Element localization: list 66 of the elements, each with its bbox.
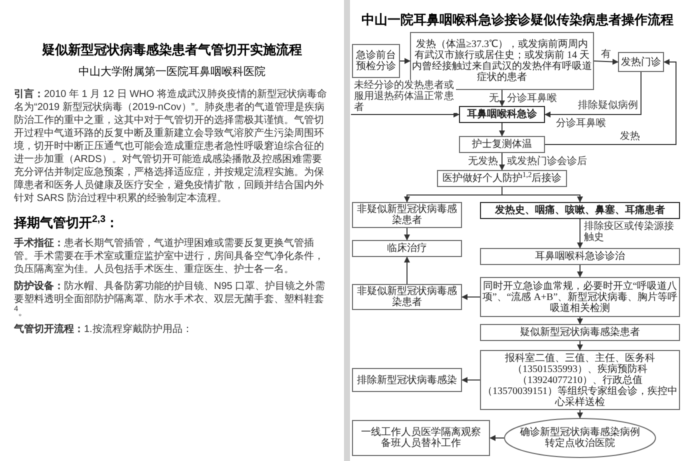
edge-note: 分诊耳鼻喉 bbox=[507, 93, 557, 104]
box-text: 备班人员替补工作 bbox=[381, 438, 461, 449]
arrow bbox=[400, 58, 410, 64]
box-text: 报科室二值、三值、主任、医务科（13501535993）、疾病预防科（13924077210）、行政总值（13570039151）等组织专家组会诊，疾控中心采样送检 bbox=[482, 352, 678, 408]
process-box bbox=[480, 202, 680, 219]
box-text: 临床治疗 bbox=[387, 243, 427, 254]
box-text: 护士复测体温 bbox=[472, 139, 532, 150]
process-box bbox=[437, 170, 567, 187]
process-box bbox=[352, 368, 462, 392]
process-box bbox=[618, 52, 664, 72]
arrow bbox=[490, 435, 504, 441]
arrow bbox=[577, 218, 583, 248]
arrow bbox=[594, 58, 618, 65]
box-text: 排除新型冠状病毒感染 bbox=[357, 374, 457, 386]
arrow bbox=[350, 112, 460, 118]
arrow bbox=[577, 316, 583, 324]
edge-label: 有 bbox=[601, 49, 611, 60]
arrow bbox=[499, 152, 505, 170]
process-box bbox=[480, 324, 680, 341]
arrow bbox=[577, 340, 583, 350]
arrow bbox=[544, 72, 642, 118]
edge-label: 无发热 bbox=[468, 156, 498, 167]
intro-paragraph: 引言：2010 年 1 月 12 日 WHO 将造成武汉肺炎疫情的新型冠状病毒命名为“2019 新型冠状病毒（2019-nCov）”。肺炎患者的气道管理是疾病防治工作的重中之重，这其中对于气管切开的选择需极其谨慎。气管切开过程中气道环路的反复中断及重新建立会导致气溶胶产生污染周围环境，切开时中断正压通气也可能会造成重症患者急性呼吸窘迫综合征的进一步加重（ARDS）。对气管切开可能造成感染播散及控感困难需要充分评估并制定应急预案，严格选择适应症，并按规定流程实施。为保障患者和医务人员健康及医疗安全，避免疫情扩散，回顾并结合国内外针对 SARS 防治过程中积累的经验制定本流程。 bbox=[14, 88, 328, 205]
box-text: 发热门诊 bbox=[621, 56, 661, 68]
process-box bbox=[352, 44, 400, 78]
section-heading: 择期气管切开$^{2,3}$： bbox=[14, 213, 120, 232]
arrow bbox=[577, 410, 583, 418]
arrow bbox=[499, 90, 505, 106]
process-box bbox=[352, 240, 462, 257]
box-text: 一线工作人员医学隔离观察 bbox=[361, 427, 481, 438]
edge-note: 分诊耳鼻喉 bbox=[556, 118, 606, 129]
arrow bbox=[462, 294, 480, 300]
procedure-line: 气管切开流程：1.按流程穿戴防护用品： bbox=[14, 322, 194, 336]
indication-paragraph: 手术指征：患者长期气管插管，气道护理困难或需要反复更换气管插管。手术需要在手术室或重症监护室中进行，房间具备空气净化条件，负压隔离室为佳。人员包括手术医生、重症医生、护士各一名。 bbox=[14, 236, 325, 276]
arrow bbox=[462, 377, 480, 383]
equipment-paragraph: 防护设备：防水帽、具备防雾功能的护目镜、N95 口罩、护目镜之外需要塑料透明全面部防护隔离罩、防水手术衣、双层无菌手套、塑料鞋套$^{4}$。 bbox=[14, 280, 326, 318]
arrow bbox=[577, 264, 583, 278]
author-line: 中山大学附属第一医院耳鼻咽喉科医院 bbox=[78, 64, 266, 80]
box-text: 疑似新型冠状病毒感染患者 bbox=[520, 327, 640, 338]
edge-label: 排除疑似病例 bbox=[578, 100, 638, 111]
arrow bbox=[502, 186, 583, 202]
box-text: 确诊新型冠状病毒感染病例转定点收治医院 bbox=[520, 427, 640, 449]
box-text: 急诊前台预检分诊 bbox=[355, 50, 397, 72]
box-text: 发热史、咽痛、咳嗽、鼻塞、耳痛患者 bbox=[495, 205, 665, 216]
edge-note: 或发热门诊会诊后 bbox=[507, 156, 587, 167]
flowchart-title: 中山一院耳鼻咽喉科急诊接诊疑似传染病患者操作流程 bbox=[360, 11, 674, 29]
ellipse-node bbox=[504, 418, 656, 458]
arrow bbox=[404, 256, 410, 284]
process-box bbox=[459, 106, 545, 123]
document-title: 疑似新型冠状病毒感染患者气管切开实施流程 bbox=[41, 41, 303, 59]
box-text: 耳鼻咽喉科急诊诊治 bbox=[535, 251, 625, 262]
edge-label: 无 bbox=[489, 93, 499, 104]
process-box bbox=[352, 420, 490, 456]
box-text: 耳鼻咽喉科急诊 bbox=[467, 109, 537, 120]
box-text: 非疑似新型冠状病毒感染患者 bbox=[356, 286, 458, 308]
arrow bbox=[499, 122, 505, 136]
box-text: 非疑似新型冠状病毒感染患者 bbox=[356, 204, 458, 226]
arrow bbox=[544, 59, 676, 145]
box-text: 医护做好个人防护$^{1,2}$后接诊 bbox=[442, 173, 562, 184]
edge-label: 发热 bbox=[620, 131, 640, 142]
process-box bbox=[459, 136, 545, 153]
process-box bbox=[352, 202, 462, 228]
process-box bbox=[352, 284, 462, 310]
process-box bbox=[480, 248, 680, 265]
arrow bbox=[404, 228, 410, 240]
box-text: 同时开立急诊血常规，必要时开立“呼吸道八项”、“流感 A+B”、新型冠状病毒、胸片等呼吸道相关检测 bbox=[482, 280, 678, 314]
